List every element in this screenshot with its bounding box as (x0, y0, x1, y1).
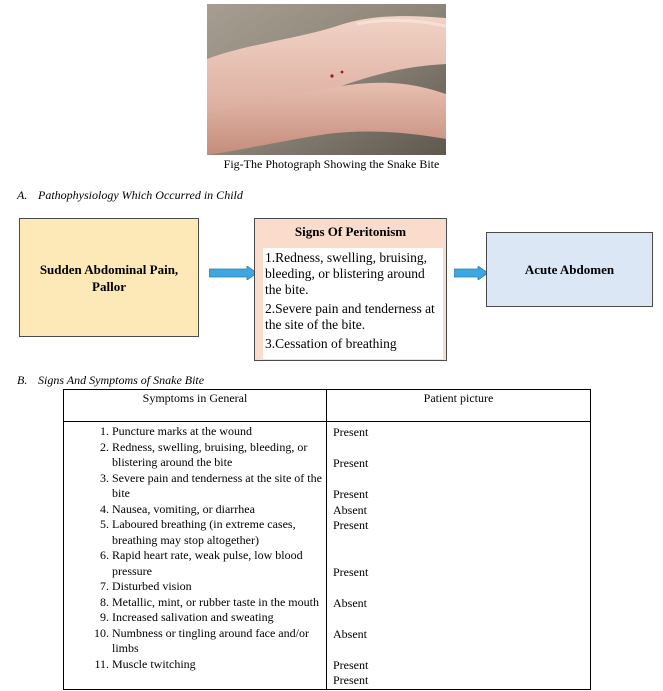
status-line: Present (333, 425, 369, 439)
status-line (333, 472, 590, 488)
section-b-title: Signs And Symptoms of Snake Bite (38, 373, 205, 387)
status-line (333, 611, 590, 627)
table-body-row: Puncture marks at the wound Redness, swe… (63, 421, 591, 690)
symptoms-cell: Puncture marks at the wound Redness, swe… (63, 421, 327, 690)
flow-box-symptoms-label: Sudden Abdominal Pain, Pallor (39, 261, 179, 294)
symptom-item: Puncture marks at the wound (112, 424, 326, 440)
flow-box-acute-abdomen: Acute Abdomen (486, 232, 653, 307)
bite-mark (340, 70, 344, 74)
symptom-item: Laboured breathing (in extreme cases, br… (112, 517, 326, 548)
status-line: Absent (333, 502, 367, 517)
status-line: Present (333, 564, 369, 579)
symptom-item: Disturbed vision (112, 579, 326, 595)
status-line (333, 534, 590, 550)
bite-mark (330, 74, 334, 78)
status-line: Present (333, 456, 369, 470)
status-line: Present (333, 518, 369, 532)
symptom-item: Rapid heart rate, weak pulse, low blood … (112, 548, 326, 579)
status-line: Present (333, 657, 369, 672)
status-line (333, 580, 590, 596)
section-a-heading: A. Pathophysiology Which Occurred in Chil… (17, 188, 243, 203)
peritonism-sign: 1.Redness, swelling, bruising, bleeding,… (265, 250, 427, 297)
figure-caption: Fig-The Photograph Showing the Snake Bit… (223, 157, 440, 171)
flow-box-symptoms: Sudden Abdominal Pain, Pallor (19, 218, 199, 337)
arrow-right-icon (454, 266, 488, 280)
patient-cell: Present Present Present Absent Present P… (326, 421, 591, 690)
symptom-item: Numbness or tingling around face and/or … (112, 626, 326, 657)
flow-box-acute-abdomen-label: Acute Abdomen (524, 261, 615, 277)
peritonism-sign: 2.Severe pain and tenderness at the site… (265, 301, 435, 332)
section-b-heading: B. Signs And Symptoms of Snake Bite (17, 373, 204, 388)
column-header-patient: Patient picture (326, 389, 591, 422)
status-line (333, 642, 590, 658)
column-header-symptoms: Symptoms in General (63, 389, 327, 422)
table-header-row: Symptoms in General Patient picture (63, 389, 591, 422)
status-line (333, 549, 590, 565)
status-line (333, 441, 590, 457)
status-line: Present (333, 673, 369, 687)
hand-photo-illustration (207, 4, 446, 155)
status-line: Present (333, 487, 369, 501)
section-a-title: Pathophysiology Which Occurred in Child (38, 188, 243, 202)
status-line: Absent (333, 595, 367, 610)
snake-bite-photo (207, 4, 446, 155)
section-b-marker: B. (17, 373, 28, 387)
patient-status-list: Present Present Present Absent Present P… (327, 422, 590, 689)
symptom-item: Redness, swelling, bruising, bleeding, o… (112, 440, 326, 471)
arrow-right-icon (209, 266, 257, 280)
peritonism-sign: 3.Cessation of breathing (265, 336, 397, 351)
symptoms-list: Puncture marks at the wound Redness, swe… (64, 422, 326, 672)
symptom-item: Increased salivation and sweating (112, 610, 326, 626)
status-line: Absent (333, 626, 367, 641)
flow-box-peritonism-title: Signs Of Peritonism (294, 224, 407, 239)
symptom-item: Nausea, vomiting, or diarrhea (112, 502, 326, 518)
section-a-marker: A. (17, 188, 28, 202)
symptoms-table: Symptoms in General Patient picture Punc… (63, 389, 591, 690)
symptom-item: Severe pain and tenderness at the site o… (112, 471, 326, 502)
symptom-item: Metallic, mint, or rubber taste in the m… (112, 595, 326, 611)
peritonism-signs-list: 1.Redness, swelling, bruising, bleeding,… (263, 248, 443, 359)
symptom-item: Muscle twitching (112, 657, 326, 673)
flow-box-peritonism: Signs Of Peritonism 1.Redness, swelling,… (254, 218, 447, 361)
